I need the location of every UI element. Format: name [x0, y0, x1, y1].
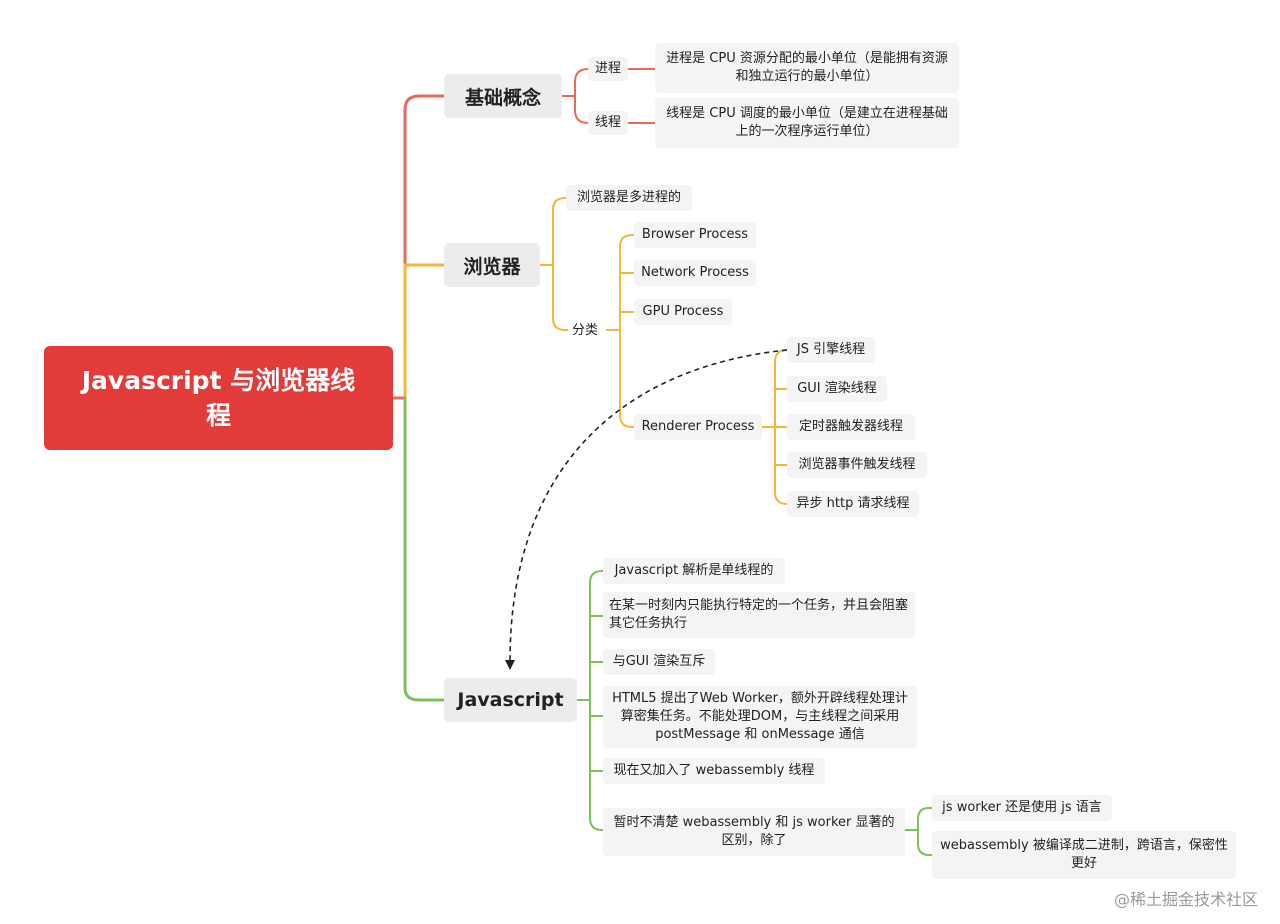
- topic-javascript[interactable]: Javascript: [444, 678, 577, 722]
- subtopic-thread[interactable]: 线程: [588, 111, 628, 135]
- process-renderer[interactable]: Renderer Process: [634, 414, 762, 440]
- js-difference-text: 暂时不清楚 webassembly 和 js worker 显著的区别，除了: [613, 815, 895, 848]
- browser-category-label: 分类: [572, 323, 599, 338]
- diff-js-worker-text: js worker 还是使用 js 语言: [942, 800, 1102, 815]
- js-single-thread-text: Javascript 解析是单线程的: [614, 563, 774, 578]
- topic-concepts[interactable]: 基础概念: [444, 74, 562, 118]
- subtopic-process-label: 进程: [594, 61, 621, 76]
- process-gpu-label: GPU Process: [642, 304, 724, 319]
- js-single-thread[interactable]: Javascript 解析是单线程的: [603, 558, 785, 584]
- js-webassembly[interactable]: 现在又加入了 webassembly 线程: [603, 758, 825, 784]
- js-web-worker-text: HTML5 提出了Web Worker，额外开辟线程处理计算密集任务。不能处理D…: [612, 691, 908, 742]
- subtopic-process[interactable]: 进程: [588, 57, 628, 81]
- process-description[interactable]: 进程是 CPU 资源分配的最小单位（是能拥有资源和独立运行的最小单位）: [655, 43, 959, 93]
- thread-async-http-label: 异步 http 请求线程: [796, 496, 910, 511]
- root-topic[interactable]: Javascript 与浏览器线程: [44, 346, 393, 450]
- js-webassembly-text: 现在又加入了 webassembly 线程: [613, 763, 815, 778]
- browser-multi-process-text: 浏览器是多进程的: [576, 190, 681, 205]
- thread-gui-render[interactable]: GUI 渲染线程: [787, 376, 887, 402]
- thread-js-engine-label: JS 引擎线程: [796, 342, 866, 357]
- browser-category[interactable]: 分类: [572, 321, 608, 341]
- process-browser-label: Browser Process: [641, 227, 749, 242]
- browser-multi-process[interactable]: 浏览器是多进程的: [566, 185, 692, 211]
- topic-concepts-label: 基础概念: [464, 86, 541, 109]
- thread-js-engine[interactable]: JS 引擎线程: [787, 337, 875, 363]
- process-gpu[interactable]: GPU Process: [634, 299, 732, 325]
- process-description-text: 进程是 CPU 资源分配的最小单位（是能拥有资源和独立运行的最小单位）: [666, 51, 948, 84]
- thread-description[interactable]: 线程是 CPU 调度的最小单位（是建立在进程基础上的一次程序运行单位）: [655, 98, 959, 148]
- process-network-label: Network Process: [641, 265, 749, 280]
- thread-event-label: 浏览器事件触发线程: [798, 457, 916, 472]
- js-web-worker[interactable]: HTML5 提出了Web Worker，额外开辟线程处理计算密集任务。不能处理D…: [603, 686, 917, 748]
- topic-browser[interactable]: 浏览器: [444, 243, 540, 287]
- js-gui-mutex-text: 与GUI 渲染互斥: [612, 654, 706, 669]
- thread-timer-label: 定时器触发器线程: [798, 419, 903, 434]
- subtopic-thread-label: 线程: [594, 115, 621, 130]
- watermark: @稀土掘金技术社区: [1113, 890, 1258, 909]
- topic-javascript-label: Javascript: [457, 689, 564, 711]
- process-browser[interactable]: Browser Process: [634, 222, 756, 248]
- js-one-task-at-a-time-text: 在某一时刻内只能执行特定的一个任务，并且会阻塞其它任务执行: [609, 598, 909, 631]
- process-network[interactable]: Network Process: [634, 260, 756, 286]
- js-difference[interactable]: 暂时不清楚 webassembly 和 js worker 显著的区别，除了: [603, 808, 905, 856]
- diff-js-worker[interactable]: js worker 还是使用 js 语言: [932, 795, 1112, 821]
- js-one-task-at-a-time[interactable]: 在某一时刻内只能执行特定的一个任务，并且会阻塞其它任务执行: [603, 592, 915, 638]
- arrowhead-icon: [505, 660, 515, 670]
- diff-webassembly[interactable]: webassembly 被编译成二进制，跨语言，保密性更好: [932, 831, 1236, 879]
- topic-browser-label: 浏览器: [463, 255, 521, 278]
- thread-event[interactable]: 浏览器事件触发线程: [787, 452, 927, 478]
- root-topic-label: Javascript 与浏览器线程: [81, 366, 356, 430]
- thread-gui-render-label: GUI 渲染线程: [797, 381, 877, 396]
- thread-description-text: 线程是 CPU 调度的最小单位（是建立在进程基础上的一次程序运行单位）: [666, 106, 948, 139]
- thread-async-http[interactable]: 异步 http 请求线程: [787, 491, 919, 517]
- process-renderer-label: Renderer Process: [641, 419, 755, 434]
- thread-timer[interactable]: 定时器触发器线程: [787, 414, 915, 440]
- diff-webassembly-text: webassembly 被编译成二进制，跨语言，保密性更好: [940, 838, 1228, 871]
- js-gui-mutex[interactable]: 与GUI 渲染互斥: [603, 649, 715, 675]
